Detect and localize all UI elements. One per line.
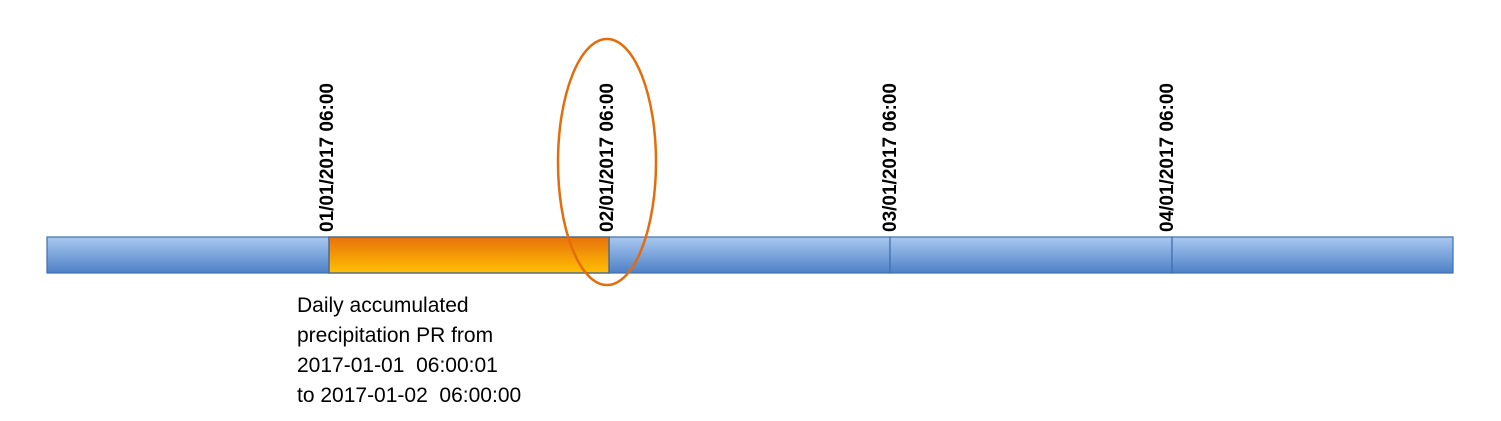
tick-label-group: 01/01/2017 06:00 02/01/2017 06:00 03/01/… [317, 83, 1178, 232]
annotation-line: 2017-01-01 06:00:01 [297, 354, 498, 377]
annotation-line: to 2017-01-02 06:00:00 [297, 384, 521, 407]
interval-annotation: Daily accumulated precipitation PR from … [297, 294, 521, 407]
timeline-segment [46, 236, 330, 274]
timeline-segment [889, 236, 1173, 274]
marked-tick-ellipse [556, 37, 658, 287]
tick-label: 03/01/2017 06:00 [880, 83, 901, 232]
annotation-line: Daily accumulated [297, 294, 469, 317]
tick-label: 02/01/2017 06:00 [597, 83, 618, 232]
accumulation-interval-highlight [328, 236, 610, 274]
annotation-line: precipitation PR from [297, 324, 493, 347]
timeline-segment [608, 236, 891, 274]
tick-label: 01/01/2017 06:00 [317, 83, 338, 232]
tick-label: 04/01/2017 06:00 [1157, 83, 1178, 232]
timeline-segment [1171, 236, 1454, 274]
